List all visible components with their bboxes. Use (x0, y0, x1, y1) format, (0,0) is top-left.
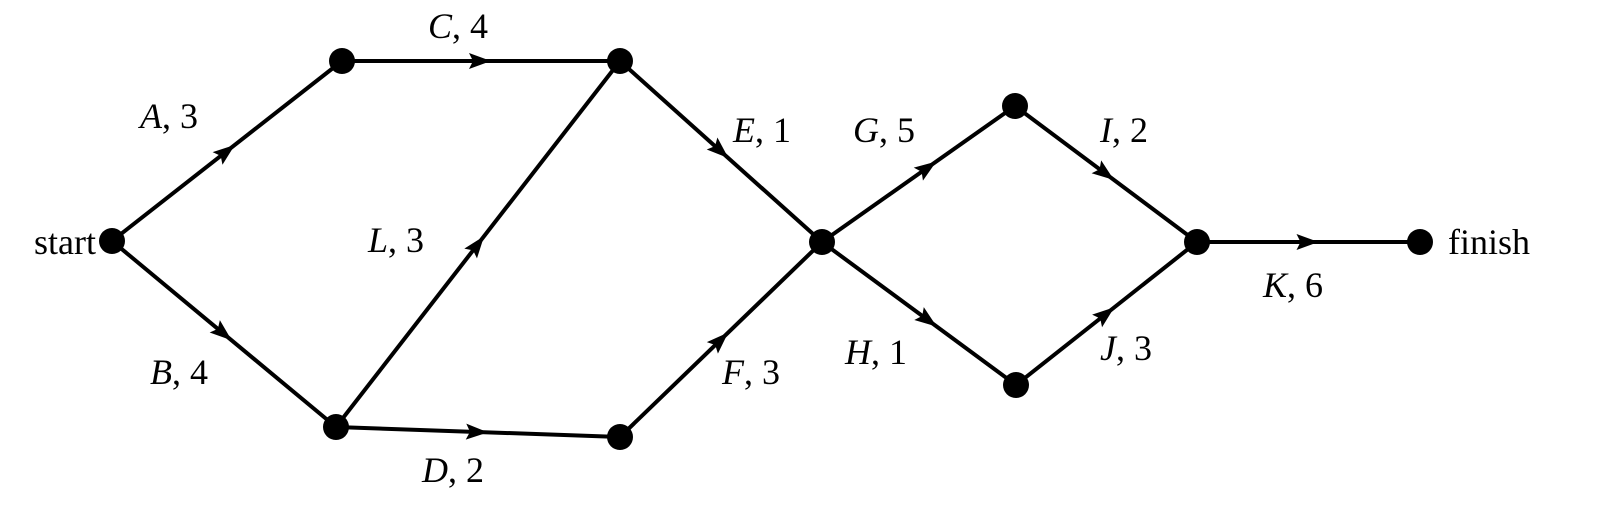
node-n2 (607, 48, 633, 74)
arrowhead-icon (209, 320, 232, 341)
activity-name: K (1262, 265, 1289, 305)
activity-duration: 4 (470, 6, 488, 46)
node-n3 (323, 414, 349, 440)
arrowhead-icon (464, 236, 485, 259)
arrowhead-icon (1091, 160, 1115, 180)
activity-name: H (844, 332, 873, 372)
edge-label-f: F, 3 (721, 352, 780, 392)
edge-label-e: E, 1 (732, 110, 791, 150)
edge-g (820, 104, 1017, 244)
arrowhead-icon (913, 161, 937, 181)
node-finish (1407, 229, 1433, 255)
separator: , (162, 96, 180, 136)
activity-duration: 6 (1305, 265, 1323, 305)
edge-label-i: I, 2 (1099, 110, 1148, 150)
activity-duration: 2 (466, 450, 484, 490)
edge-label-c: C, 4 (428, 6, 488, 46)
activity-name: B (150, 352, 172, 392)
arrowhead-icon (1296, 234, 1319, 250)
node-n1 (329, 48, 355, 74)
separator: , (755, 110, 773, 150)
activity-name: G (853, 110, 879, 150)
edge-label-d: D, 2 (421, 450, 484, 490)
edge-label-j: J, 3 (1100, 328, 1152, 368)
start-label: start (34, 222, 96, 262)
node-n8 (1184, 229, 1210, 255)
node-n4 (607, 424, 633, 450)
arrowhead-icon (1092, 307, 1115, 328)
activity-duration: 3 (406, 220, 424, 260)
node-n5 (809, 229, 835, 255)
activity-duration: 1 (889, 332, 907, 372)
edge-label-b: B, 4 (150, 352, 208, 392)
finish-label: finish (1448, 222, 1530, 262)
activity-name: D (421, 450, 448, 490)
separator: , (452, 6, 470, 46)
arrowhead-icon (212, 144, 235, 165)
activity-name: F (721, 352, 745, 392)
edge-label-h: H, 1 (844, 332, 907, 372)
arrowhead-icon (914, 307, 937, 327)
arrowhead-icon (706, 137, 729, 159)
edge-label-a: A, 3 (138, 96, 198, 136)
node-n6 (1002, 93, 1028, 119)
activity-duration: 2 (1130, 110, 1148, 150)
activity-name: E (732, 110, 755, 150)
node-n7 (1003, 372, 1029, 398)
separator: , (448, 450, 466, 490)
node-start (99, 228, 125, 254)
activity-name: A (138, 96, 163, 136)
separator: , (1112, 110, 1130, 150)
activity-duration: 4 (190, 352, 208, 392)
separator: , (1287, 265, 1305, 305)
activity-name: C (428, 6, 453, 46)
separator: , (172, 352, 190, 392)
arrowhead-icon (706, 332, 729, 354)
activity-name: L (367, 220, 388, 260)
activity-duration: 5 (897, 110, 915, 150)
edge-label-g: G, 5 (853, 110, 915, 150)
separator: , (871, 332, 889, 372)
separator: , (879, 110, 897, 150)
arrowhead-icon (469, 53, 491, 69)
activity-duration: 1 (773, 110, 791, 150)
separator: , (744, 352, 762, 392)
edge-label-k: K, 6 (1262, 265, 1323, 305)
arrowhead-icon (465, 423, 488, 440)
separator: , (388, 220, 406, 260)
activity-duration: 3 (180, 96, 198, 136)
activity-duration: 3 (1134, 328, 1152, 368)
activity-name: I (1099, 110, 1114, 150)
activity-name: J (1100, 328, 1118, 368)
edge-label-l: L, 3 (367, 220, 424, 260)
activity-duration: 3 (762, 352, 780, 392)
separator: , (1116, 328, 1134, 368)
edge-h (820, 240, 1018, 387)
